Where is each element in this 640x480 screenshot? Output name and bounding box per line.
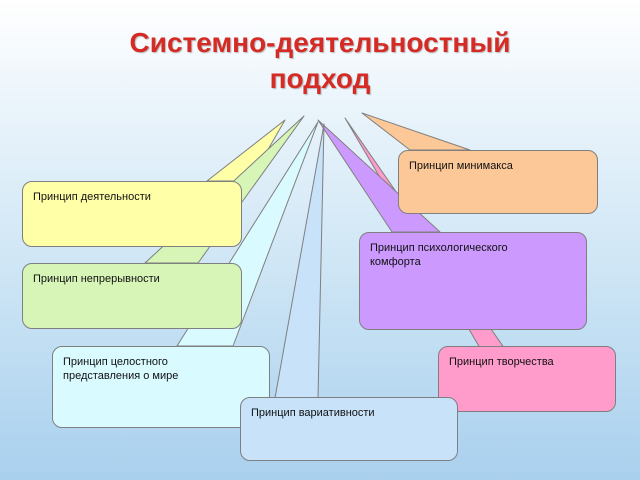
- label-printsip-variativnosti: Принцип вариативности: [251, 407, 375, 419]
- label-printsip-deyatelnosti: Принцип деятельности: [33, 191, 151, 203]
- pointer-minimaksa: [361, 112, 471, 151]
- label-printsip-nepreryvnosti: Принцип непрерывности: [33, 273, 160, 285]
- box-printsip-nepreryvnosti: Принцип непрерывности: [22, 263, 242, 329]
- box-printsip-minimaksa: Принцип минимакса: [398, 150, 598, 214]
- label-printsip-tselostnogo-line-1: Принцип целостного: [63, 356, 168, 368]
- label-printsip-komforta-line-1: Принцип психологического: [370, 242, 508, 254]
- box-printsip-deyatelnosti: Принцип деятельности: [22, 181, 242, 247]
- box-printsip-tselostnogo: Принцип целостного представления о мире: [52, 346, 270, 428]
- label-printsip-tvorchestva: Принцип творчества: [449, 356, 554, 368]
- box-printsip-variativnosti: Принцип вариативности: [240, 397, 458, 461]
- label-printsip-komforta-line-2: комфорта: [370, 256, 421, 268]
- box-printsip-komforta: Принцип психологического комфорта: [359, 232, 587, 330]
- label-printsip-tselostnogo-line-2: представления о мире: [63, 370, 179, 382]
- diagram-title-line-1: Системно-деятельностный: [129, 27, 511, 58]
- box-printsip-tvorchestva: Принцип творчества: [438, 346, 616, 412]
- diagram-title-line-2: подход: [269, 63, 371, 94]
- label-printsip-minimaksa: Принцип минимакса: [409, 160, 513, 172]
